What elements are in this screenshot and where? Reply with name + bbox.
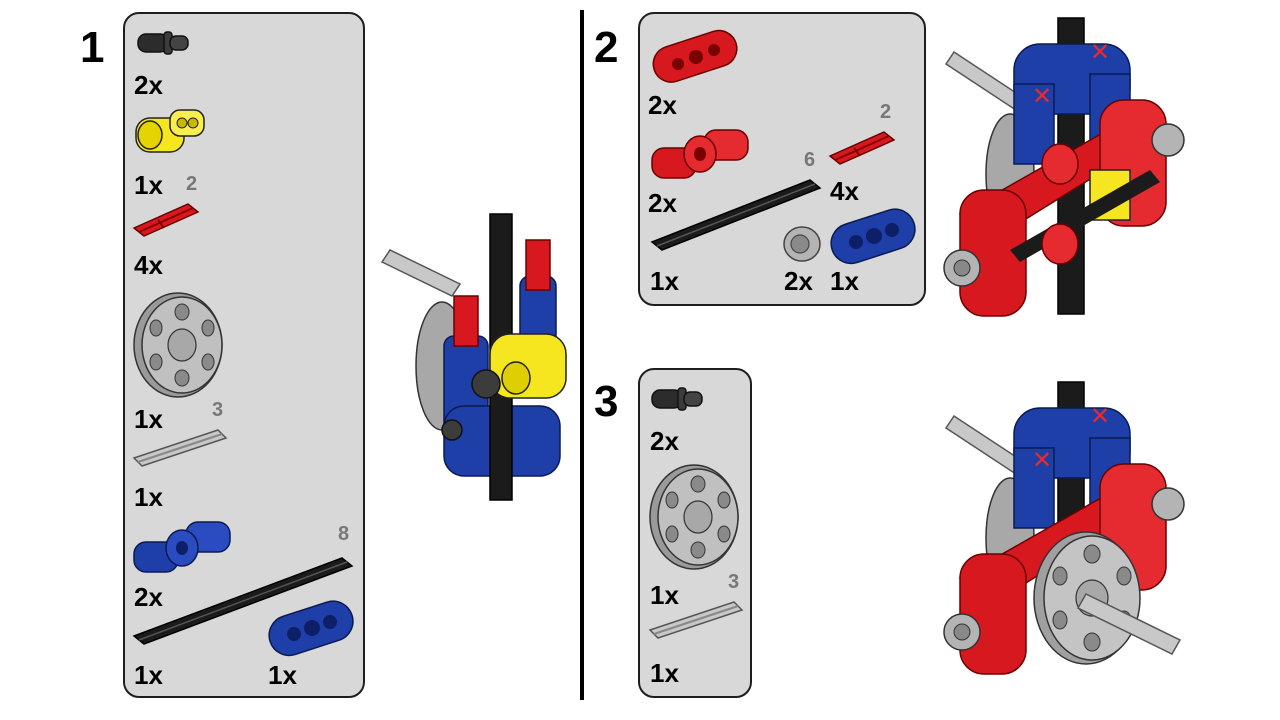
red-axle-icon [828,131,896,165]
blue-beam-icon [268,600,354,657]
part-quantity: 1x [650,266,679,296]
part-quantity: 2x [650,426,679,456]
black-pin-icon [651,387,703,411]
red-beam-icon [652,29,738,83]
part-quantity: 1x [134,170,163,200]
black-axle-icon [132,557,354,645]
part-quantity: 1x [268,660,297,690]
part-quantity: 2x [648,90,677,120]
part-quantity: 1x [134,404,163,434]
part-quantity: 2x [134,582,163,612]
assembly-step-3-illustration: ✕ ✕ [943,381,1185,675]
red-axle-icon [132,203,200,237]
part-length: 8 [338,523,350,545]
blue-connector-icon [133,521,231,573]
gray-bush-icon [783,226,821,262]
step-number-3: 3 [594,377,619,426]
part-quantity: 1x [134,482,163,512]
part-quantity: 1x [830,266,859,296]
svg-text:✕: ✕ [1032,446,1052,474]
part-quantity: 2x [648,188,677,218]
part-quantity: 1x [650,658,679,688]
step-number-1: 1 [80,23,105,72]
gray-axle-icon [132,429,228,467]
part-quantity: 4x [134,250,163,280]
part-quantity: 2x [784,266,813,296]
yellow-cross-block-icon [135,109,205,153]
part-length: 2 [880,101,892,123]
svg-text:✕: ✕ [1090,402,1110,430]
red-connector-icon [651,129,749,179]
step-number-2: 2 [594,23,619,72]
assembly-step-1-illustration [380,213,567,501]
part-length: 2 [186,173,198,195]
part-length: 3 [728,571,740,593]
part-quantity: 2x [134,70,163,100]
step-divider [580,10,584,700]
part-quantity: 1x [134,660,163,690]
black-pin-icon [137,31,189,55]
part-length: 3 [212,399,224,421]
black-axle-icon [650,179,822,251]
gray-axle-icon [648,601,744,639]
svg-text:✕: ✕ [1032,82,1052,110]
part-quantity: 4x [830,176,859,206]
gray-wheel-icon [649,464,739,570]
blue-beam-icon [830,208,916,265]
svg-text:✕: ✕ [1090,38,1110,66]
assembly-step-2-illustration: ✕ ✕ [943,17,1185,317]
gray-wheel-icon [133,292,223,398]
part-quantity: 1x [650,580,679,610]
part-length: 6 [804,149,816,171]
